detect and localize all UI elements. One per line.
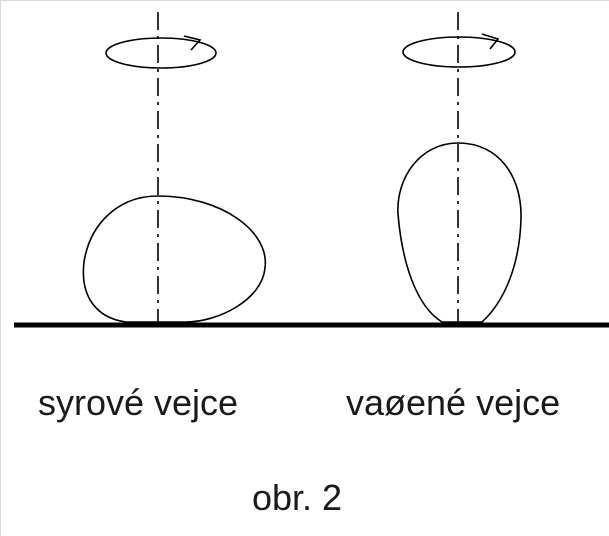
boiled-egg-rotation-arrow-icon [481, 33, 500, 50]
raw-egg-shape [82, 195, 267, 323]
raw-egg-rotation-arrow-icon [183, 35, 202, 51]
figure-caption: obr. 2 [252, 477, 343, 518]
raw-egg-group [82, 12, 267, 325]
raw-egg-rotation-ellipse [105, 37, 217, 69]
boiled-egg-shape [397, 142, 522, 323]
boiled-egg-rotation-ellipse [402, 36, 516, 68]
boiled-egg-label: vaøené vejce [346, 382, 561, 423]
boiled-egg-group [397, 12, 522, 325]
raw-egg-label: syrové vejce [38, 382, 239, 423]
